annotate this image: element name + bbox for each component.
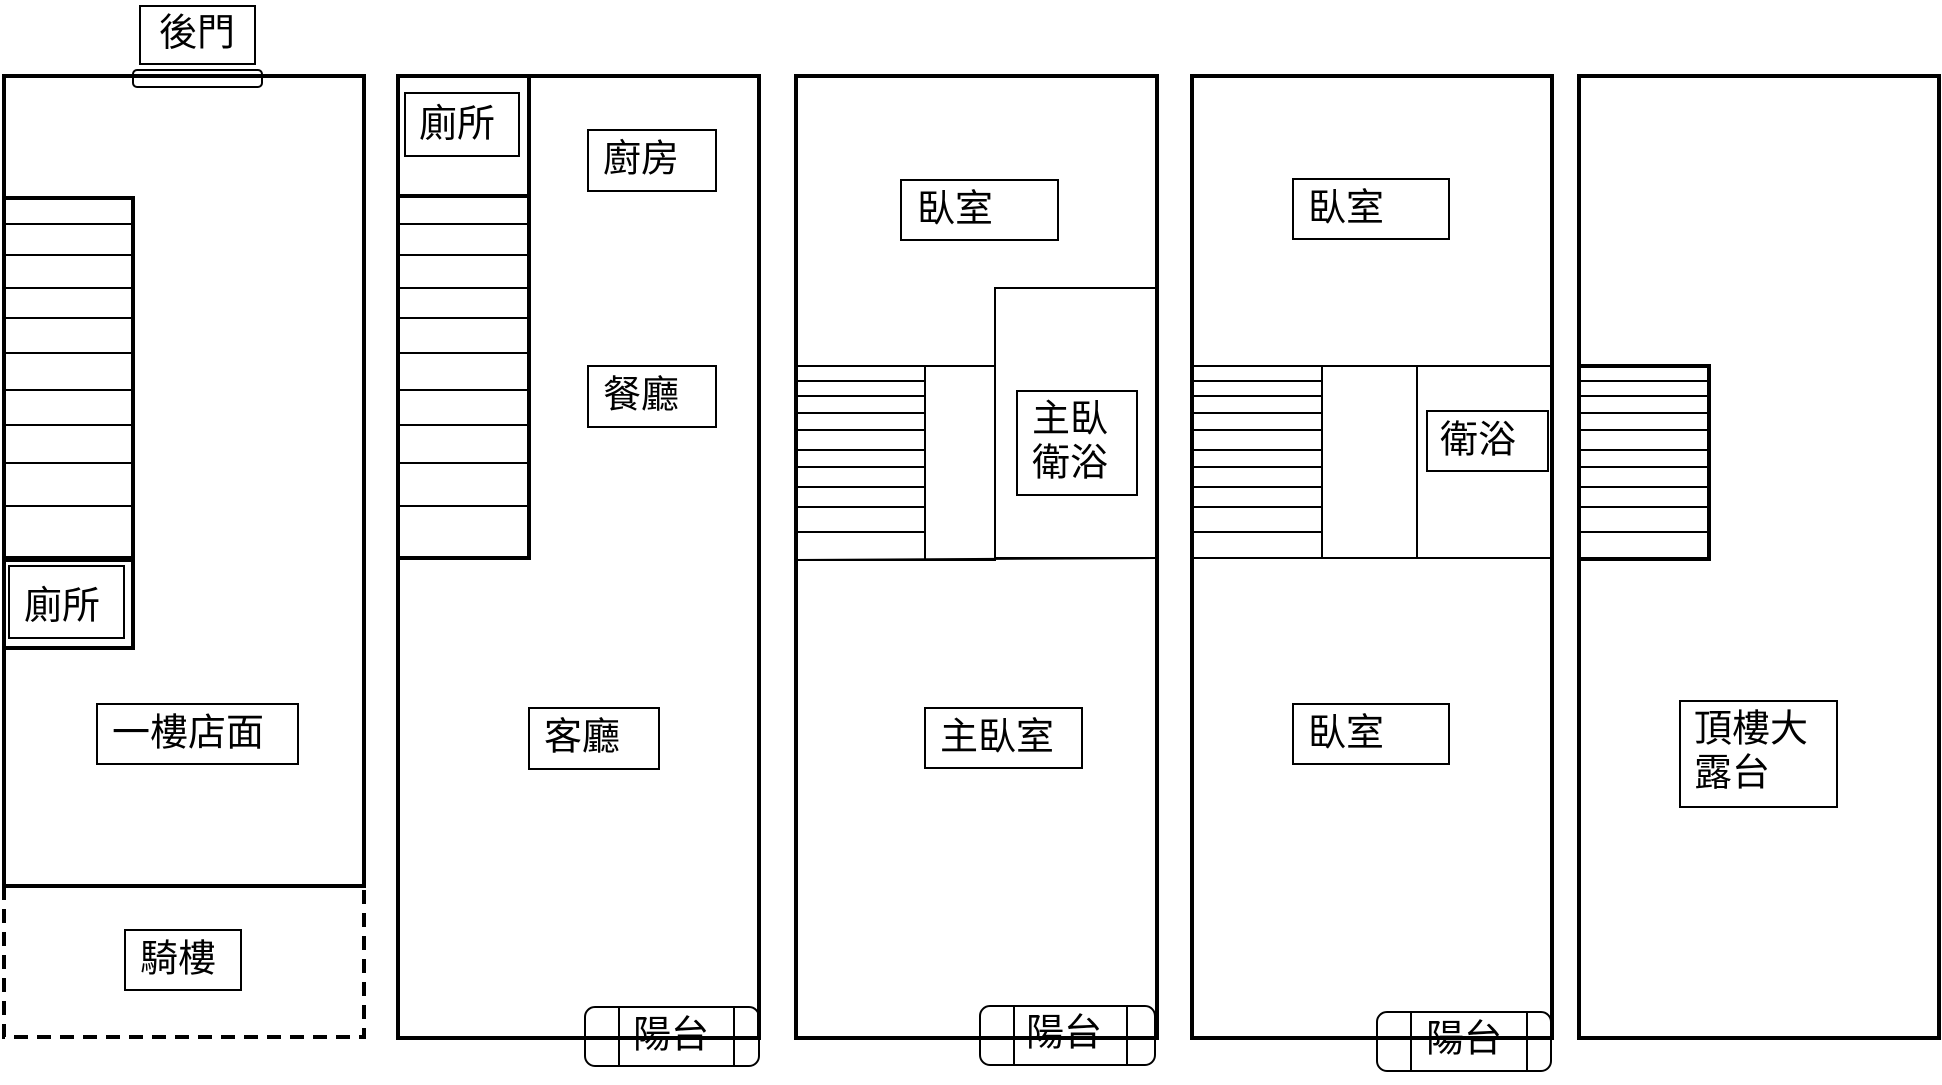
floor-1-toilet-label-box <box>8 565 125 639</box>
kitchen-label-box <box>587 129 717 192</box>
floor-5: 頂樓大 露台 <box>1577 74 1941 1040</box>
floor-1: 後門 廁所 一樓店面 騎樓 <box>2 5 366 1039</box>
floor-4-bedroom-bottom-label: 臥室 <box>1308 711 1384 755</box>
master-bath-label-line2: 衛浴 <box>1032 441 1108 485</box>
arcade-label: 騎樓 <box>140 937 216 981</box>
floor-3-balcony-label: 陽台 <box>1026 1011 1102 1055</box>
living-room-label-box <box>528 707 660 770</box>
floor-3-stairs <box>795 365 926 561</box>
roof-terrace-label-line1: 頂樓大 <box>1694 707 1808 751</box>
floor-4-landing <box>1321 365 1418 559</box>
floor-3: 主臥 衛浴 臥室 主臥室 陽台 <box>794 74 1159 1066</box>
floor-2-stairs <box>396 194 531 560</box>
kitchen-label: 廚房 <box>603 137 679 181</box>
floor-3-balcony <box>979 1005 1156 1066</box>
floor-3-bedroom-label: 臥室 <box>917 187 993 231</box>
back-door-label-box <box>139 5 256 65</box>
back-door-label: 後門 <box>159 11 235 55</box>
floor-4-bathroom-room <box>1416 365 1553 559</box>
floor-2: 廁所 廚房 餐廳 客廳 陽台 <box>396 74 761 1067</box>
shop-label-box <box>96 703 299 765</box>
floor-2-toilet-label-box <box>404 92 520 157</box>
roof-terrace-label-box <box>1679 700 1838 808</box>
floor-4-bedroom-top-label-box <box>1292 178 1450 240</box>
floor-4-bathroom-label: 衛浴 <box>1440 418 1516 462</box>
floor-2-balcony-label: 陽台 <box>633 1013 709 1057</box>
floor-2-toilet-label: 廁所 <box>419 102 495 146</box>
living-room-label: 客廳 <box>544 715 620 759</box>
master-bath-room <box>994 287 1158 559</box>
master-bath-label-line1: 主臥 <box>1032 397 1108 441</box>
floor-3-bedroom-label-box <box>900 179 1059 241</box>
floor-1-stairs <box>2 196 135 560</box>
arcade-label-box <box>124 929 242 991</box>
floor-4-bedroom-top-label: 臥室 <box>1308 186 1384 230</box>
floor-1-toilet-room <box>2 558 135 650</box>
floor-4-balcony-label: 陽台 <box>1426 1017 1502 1061</box>
floor-5-stairs <box>1577 364 1711 561</box>
master-bedroom-label: 主臥室 <box>940 715 1054 759</box>
shop-label: 一樓店面 <box>112 711 264 755</box>
floor-4-bathroom-label-box <box>1426 410 1549 472</box>
floor-4: 衛浴 臥室 臥室 陽台 <box>1190 74 1554 1072</box>
dining-label: 餐廳 <box>603 373 679 417</box>
master-bedroom-label-box <box>924 707 1083 769</box>
back-door-threshold <box>132 69 263 88</box>
roof-terrace-label-line2: 露台 <box>1694 751 1770 795</box>
dining-label-box <box>587 365 717 428</box>
arcade-outline <box>2 886 366 1039</box>
floor-3-landing <box>924 365 996 561</box>
floor-2-balcony <box>584 1006 760 1067</box>
floor-4-bedroom-bottom-label-box <box>1292 703 1450 765</box>
floor-4-stairs <box>1191 365 1323 559</box>
master-bath-label-box <box>1016 390 1138 496</box>
floor-1-toilet-label: 廁所 <box>24 584 100 628</box>
floor-4-balcony <box>1376 1011 1552 1072</box>
